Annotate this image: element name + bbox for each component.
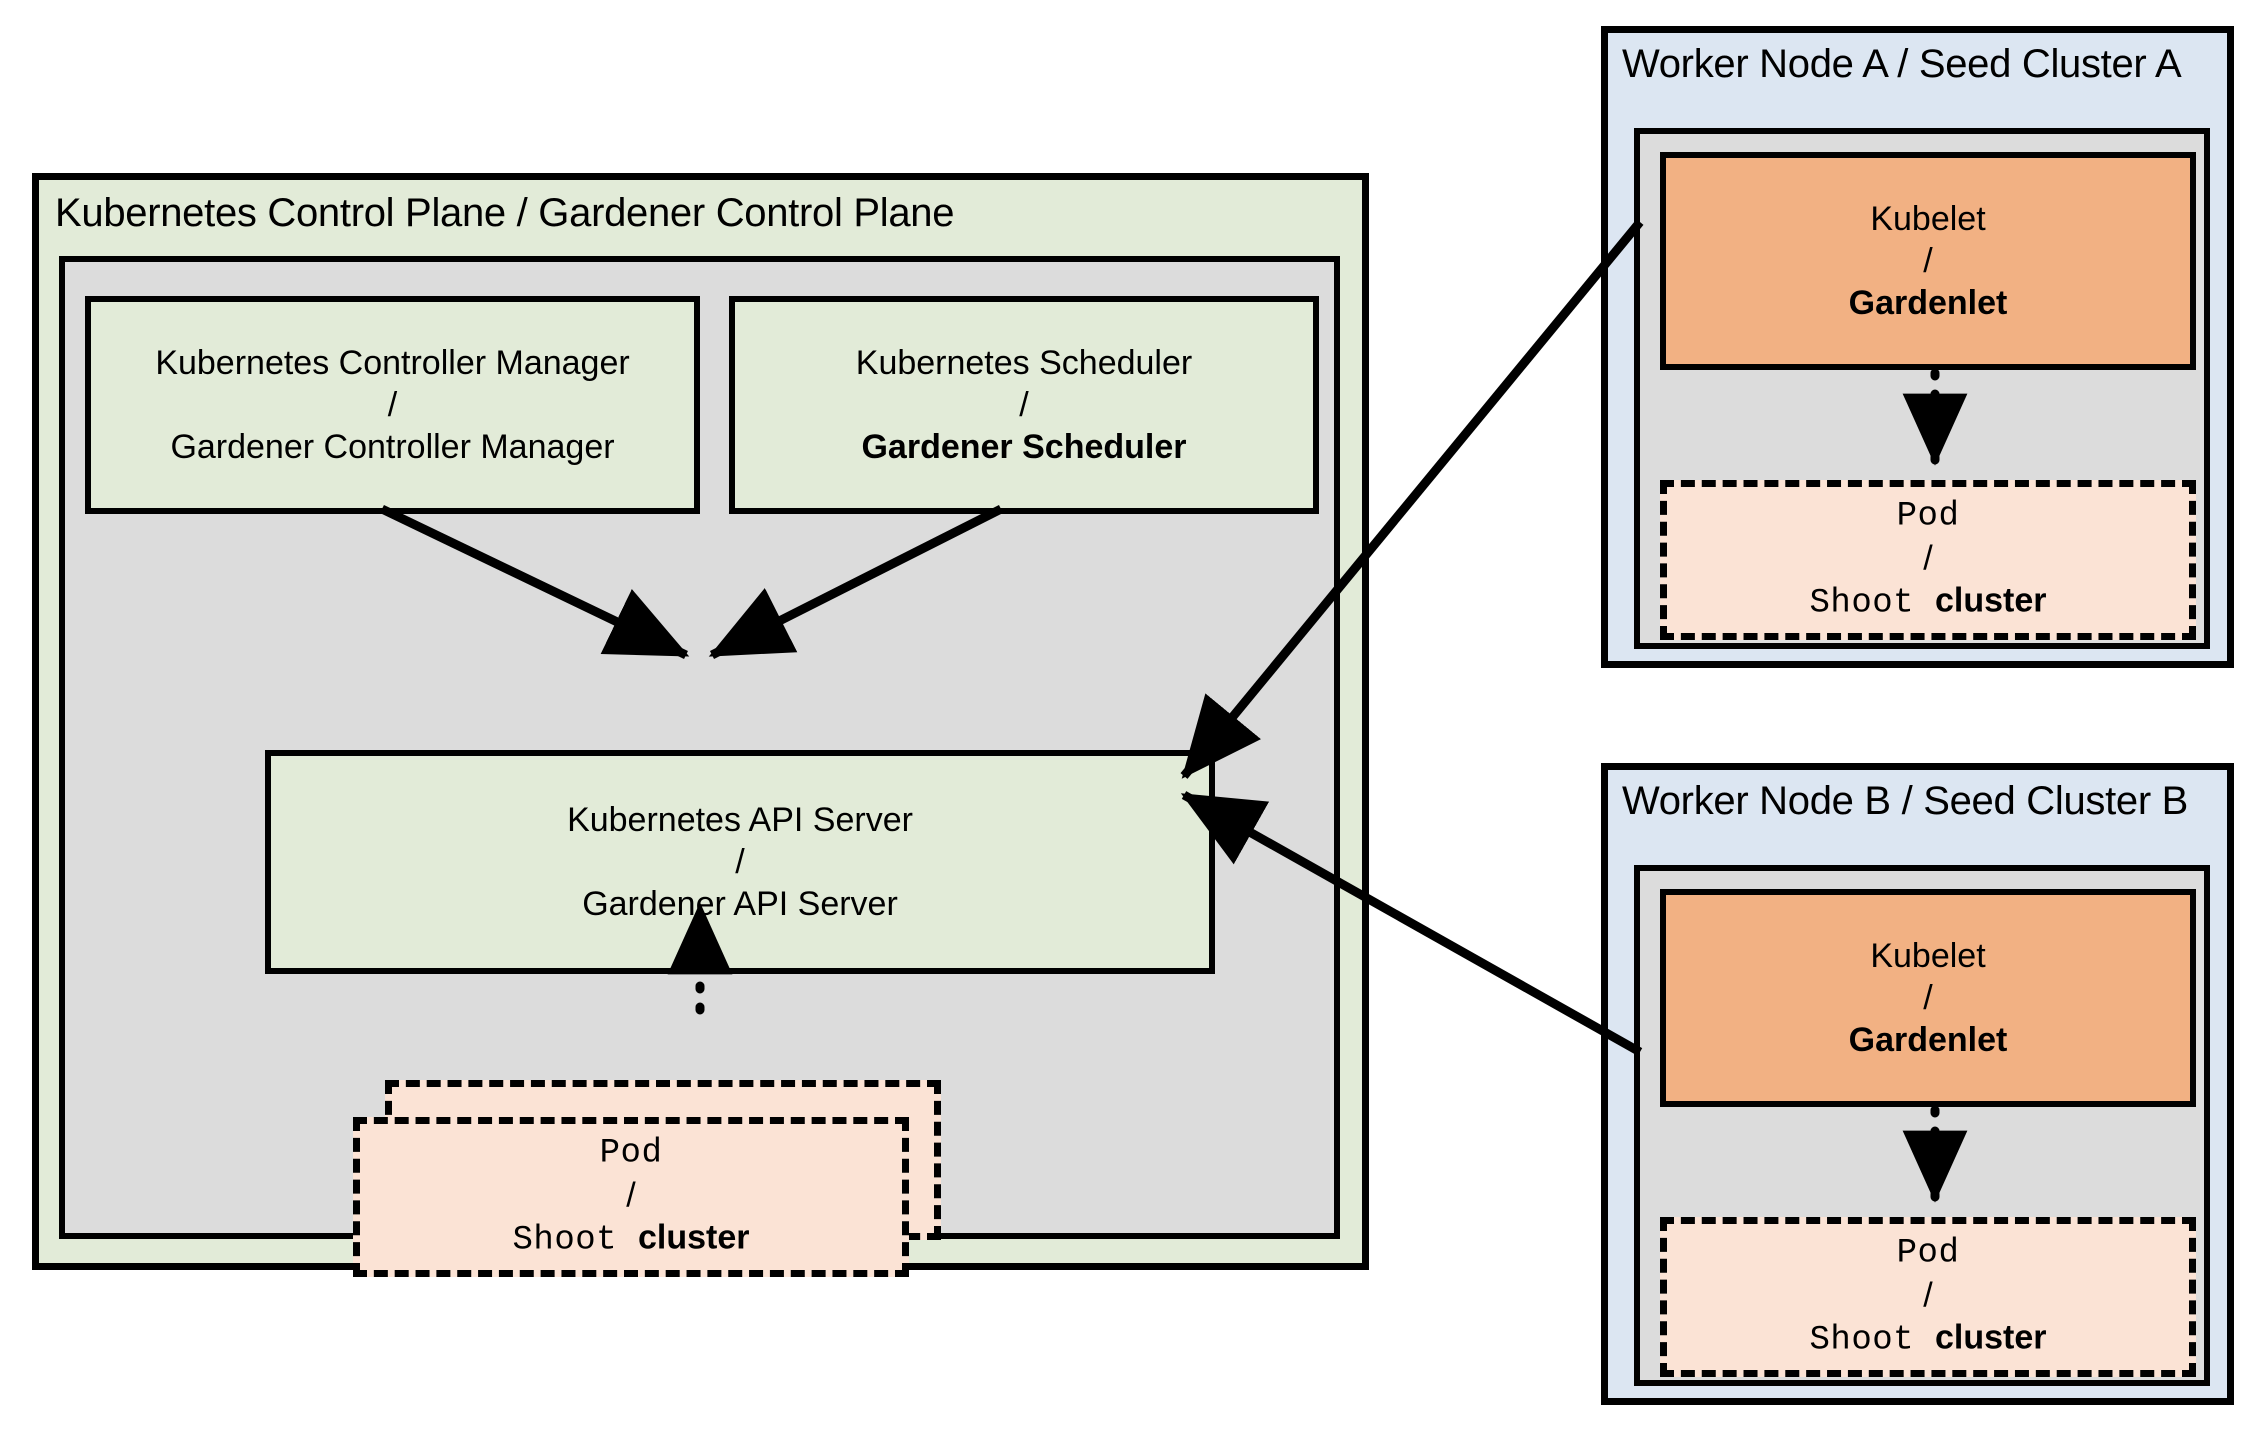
controller-manager-line2: Gardener Controller Manager xyxy=(170,428,615,467)
gardenlet-a-line1: Kubelet xyxy=(1870,199,1986,238)
api-server-line2: Gardener API Server xyxy=(582,885,898,924)
scheduler-separator: / xyxy=(1019,385,1029,424)
controller-manager-box: Kubernetes Controller Manager / Gardener… xyxy=(85,296,700,514)
worker-node-b-pod-box: Pod / Shoot cluster xyxy=(1660,1217,2196,1377)
api-server-box: Kubernetes API Server / Gardener API Ser… xyxy=(265,750,1215,974)
worker-node-b-inner-panel: Kubelet / Gardenlet Pod / Shoot cluster xyxy=(1634,865,2210,1386)
controller-manager-separator: / xyxy=(387,385,398,424)
controller-manager-label: Kubernetes Controller Manager / Gardener… xyxy=(91,342,694,468)
control-plane-inner-panel: Kubernetes Controller Manager / Gardener… xyxy=(59,256,1340,1277)
gardenlet-b-line1: Kubelet xyxy=(1870,936,1986,975)
api-server-separator: / xyxy=(735,842,745,881)
control-plane-pod-separator: / xyxy=(626,1176,636,1215)
control-plane-title: Kubernetes Control Plane / Gardener Cont… xyxy=(55,191,955,235)
gardenlet-b-label: Kubelet / Gardenlet xyxy=(1666,935,2190,1061)
scheduler-line2: Gardener Scheduler xyxy=(861,428,1187,467)
worker-node-a-pod-label: Pod / Shoot cluster xyxy=(1667,495,2189,624)
scheduler-line1: Kubernetes Scheduler xyxy=(855,343,1193,382)
gardenlet-b-line2: Gardenlet xyxy=(1848,1021,2008,1060)
worker-node-a-pod-box: Pod / Shoot cluster xyxy=(1660,480,2196,640)
worker-node-a-pod-line2-bold: cluster xyxy=(1934,581,2047,620)
gardenlet-b-box: Kubelet / Gardenlet xyxy=(1660,889,2196,1107)
controller-manager-line1: Kubernetes Controller Manager xyxy=(155,343,630,382)
scheduler-label: Kubernetes Scheduler / Gardener Schedule… xyxy=(735,342,1313,468)
scheduler-box: Kubernetes Scheduler / Gardener Schedule… xyxy=(729,296,1319,514)
control-plane-pod-label: Pod / Shoot cluster xyxy=(360,1132,902,1261)
worker-node-b-group: Worker Node B / Seed Cluster B Kubelet /… xyxy=(1601,763,2234,1405)
worker-node-b-pod-line2-bold: cluster xyxy=(1934,1318,2047,1357)
api-server-line1: Kubernetes API Server xyxy=(567,800,913,839)
worker-node-b-pod-label: Pod / Shoot cluster xyxy=(1667,1232,2189,1361)
api-server-label: Kubernetes API Server / Gardener API Ser… xyxy=(271,799,1209,925)
worker-node-b-title: Worker Node B / Seed Cluster B xyxy=(1622,779,2189,823)
control-plane-pod-line2-bold: cluster xyxy=(637,1218,750,1257)
control-plane-pod-box: Pod / Shoot cluster xyxy=(353,1117,909,1277)
worker-node-a-group: Worker Node A / Seed Cluster A Kubelet /… xyxy=(1601,26,2234,668)
gardenlet-a-line2: Gardenlet xyxy=(1848,284,2008,323)
worker-node-b-pod-line1: Pod xyxy=(1896,1234,1960,1273)
gardenlet-a-separator: / xyxy=(1923,241,1933,280)
control-plane-pod-line1: Pod xyxy=(599,1134,663,1173)
worker-node-a-pod-line1: Pod xyxy=(1896,497,1960,536)
worker-node-b-pod-line2-mono: Shoot xyxy=(1809,1321,1915,1360)
worker-node-a-pod-line2-mono: Shoot xyxy=(1809,584,1915,623)
control-plane-group: Kubernetes Control Plane / Gardener Cont… xyxy=(32,173,1369,1277)
worker-node-a-pod-separator: / xyxy=(1923,539,1933,578)
worker-node-b-pod-separator: / xyxy=(1923,1276,1933,1315)
control-plane-pod-line2-mono: Shoot xyxy=(512,1221,618,1260)
worker-node-a-title: Worker Node A / Seed Cluster A xyxy=(1622,42,2182,86)
gardenlet-a-label: Kubelet / Gardenlet xyxy=(1666,198,2190,324)
worker-node-a-inner-panel: Kubelet / Gardenlet Pod / Shoot cluster xyxy=(1634,128,2210,649)
gardenlet-a-box: Kubelet / Gardenlet xyxy=(1660,152,2196,370)
gardenlet-b-separator: / xyxy=(1923,978,1933,1017)
